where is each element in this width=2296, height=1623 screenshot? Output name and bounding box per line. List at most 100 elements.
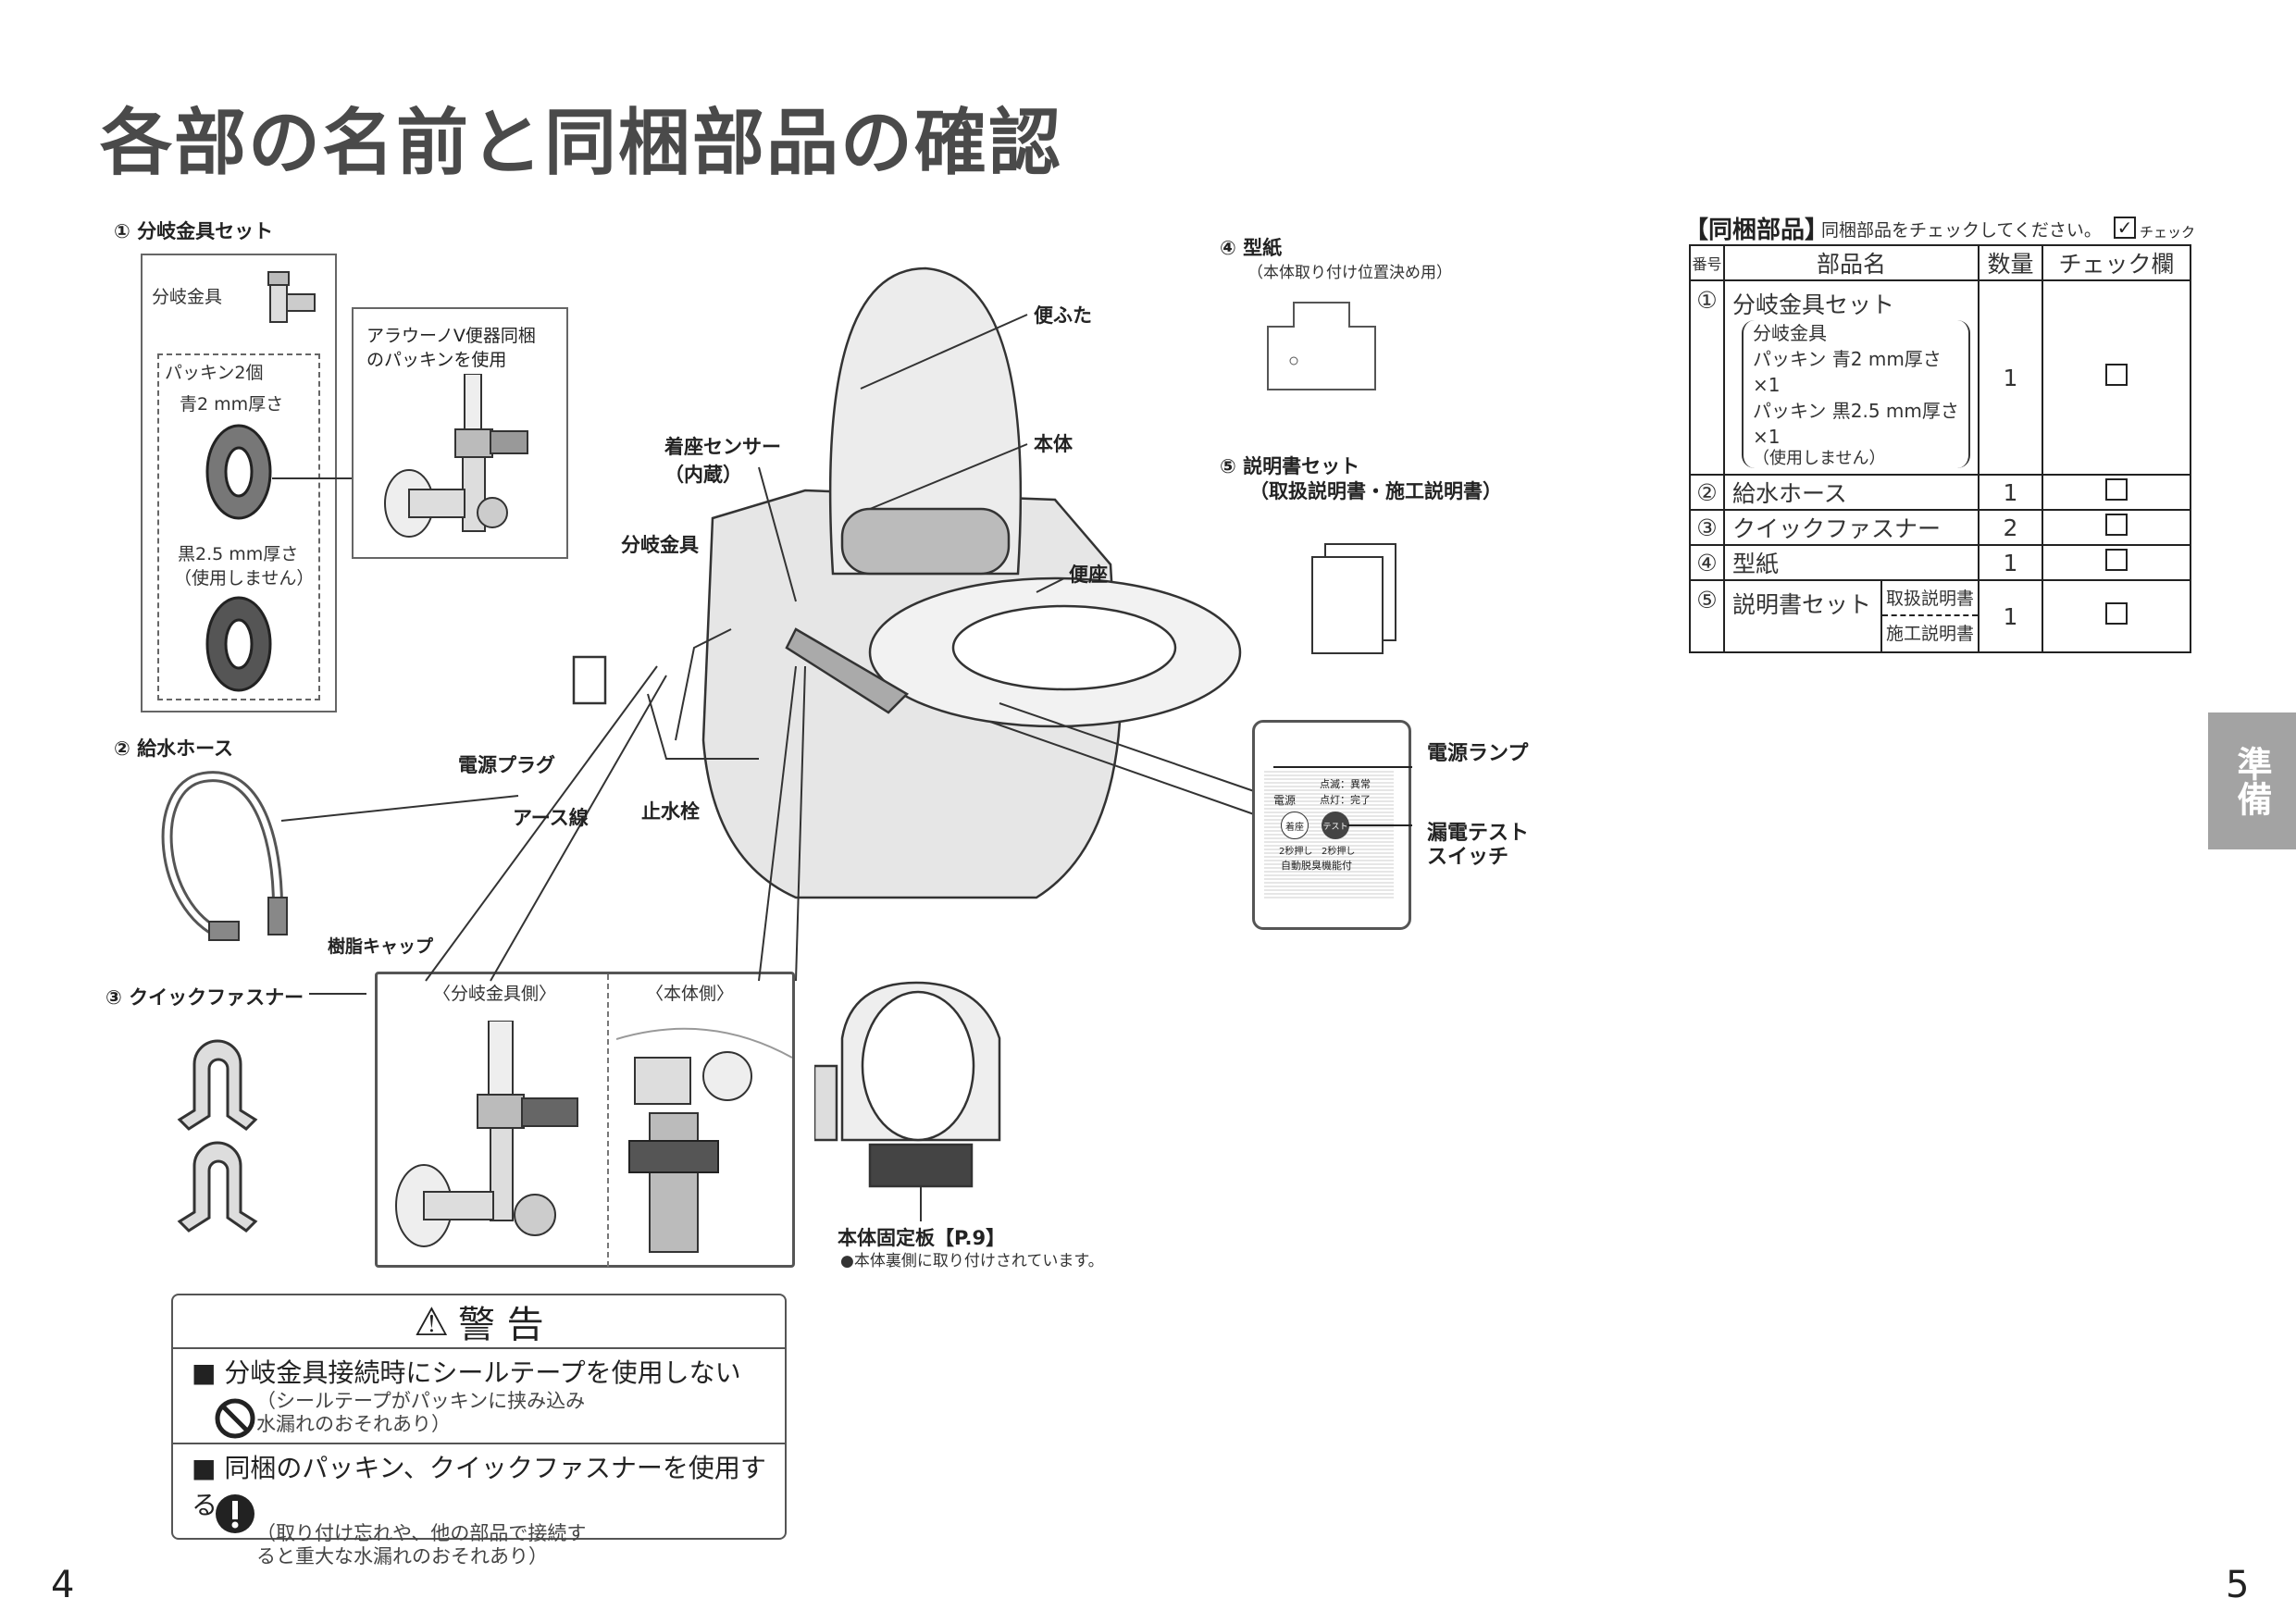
lit-text: 点灯：完了: [1320, 794, 1371, 806]
table-row: ② 給水ホース 1: [1689, 474, 2191, 511]
check-sample-icon: ✓: [2114, 217, 2136, 239]
leak-test-label-1: 漏電テスト: [1427, 822, 1530, 845]
packing-inset: アラウーノV便器同梱 のパッキンを使用: [352, 307, 568, 559]
warning-1-title: ■ 分岐金具接続時にシールテープを使用しない: [192, 1357, 741, 1388]
fitting-label: 分岐金具: [152, 287, 223, 307]
page-number-left: 4: [51, 1564, 75, 1606]
checkbox[interactable]: [2105, 364, 2128, 386]
warning-title: 警 告: [457, 1304, 544, 1346]
item1-label: ① 分岐金具セット: [114, 220, 274, 242]
header-check: チェック欄: [2042, 244, 2191, 281]
sub-item: 施工説明書: [1886, 624, 1975, 644]
row-no: ③: [1689, 509, 1725, 546]
sub-item: パッキン 青2 mm厚さ×1: [1753, 348, 1942, 396]
fixing-plate-label: 本体固定板【P.9】: [838, 1227, 1006, 1249]
leak-test-button[interactable]: テスト: [1322, 812, 1349, 839]
outlet: [572, 655, 607, 705]
warning-1-desc-1: （シールテープがパッキンに挟み込み: [256, 1390, 586, 1412]
press-text-1: 2秒押し: [1279, 847, 1313, 857]
item3-label: ③ クイックファスナー: [105, 986, 304, 1009]
divider: [607, 974, 609, 1267]
row-no: ④: [1689, 544, 1725, 581]
black-packing-icon: [205, 596, 272, 692]
inset-text-1: アラウーノV便器同梱: [366, 326, 536, 346]
toilet-lid: [828, 266, 1023, 576]
row-qty: 1: [1978, 474, 2043, 511]
row-no: ⑤: [1689, 579, 1725, 653]
fitting-set-box: 分岐金具 パッキン2個 青2 mm厚さ 黒2.5 mm厚さ （使用しません）: [141, 254, 337, 712]
row-qty: 1: [1978, 544, 2043, 581]
header-name: 部品名: [1723, 244, 1980, 281]
page-title: 各部の名前と同梱部品の確認: [100, 102, 1063, 185]
valve-inset-icon: [384, 374, 528, 538]
row-no: ①: [1689, 279, 1725, 476]
checkbox[interactable]: [2105, 478, 2128, 501]
row-qty: 1: [1978, 279, 2043, 476]
body-label: 本体: [1034, 433, 1073, 455]
table-row: ③ クイックファスナー 2: [1689, 509, 2191, 546]
check-hint: チェック: [2140, 224, 2196, 241]
prohibited-icon: [215, 1398, 255, 1439]
body-side-illustration: [616, 1027, 792, 1253]
row-name: クイックファスナー: [1723, 509, 1980, 546]
warning-triangle-icon: ⚠: [414, 1298, 449, 1344]
blue-packing-icon: [205, 424, 272, 520]
fixing-plate-note: ●本体裏側に取り付けされています。: [840, 1252, 1104, 1270]
parts-table: 番号 部品名 数量 チェック欄 ① 分岐金具セット 分岐金具 パッキン 青2 m…: [1689, 244, 2191, 653]
row-name: 分岐金具セット: [1732, 291, 1895, 318]
water-hose-icon: [161, 771, 288, 941]
table-row: ① 分岐金具セット 分岐金具 パッキン 青2 mm厚さ×1 パッキン 黒2.5 …: [1689, 279, 2191, 476]
header-no: 番号: [1689, 244, 1725, 281]
fastener-detail-box: 〈分岐金具側〉 〈本体側〉: [375, 972, 795, 1268]
seat-sensor-note: （内蔵）: [664, 464, 742, 486]
row-qty: 2: [1978, 509, 2043, 546]
sub-item: パッキン 黒2.5 mm厚さ×1: [1753, 400, 1959, 448]
item5-label: ⑤ 説明書セット: [1220, 455, 1360, 477]
sub-item: （使用しません）: [1753, 449, 1886, 468]
fitting-icon: [267, 271, 316, 323]
deodor-text: 自動脱臭機能付: [1281, 860, 1352, 872]
blue-packing-label: 青2 mm厚さ: [180, 394, 284, 415]
checkbox[interactable]: [2105, 549, 2128, 571]
control-panel-box: 点滅：異常 電源 点灯：完了 着座 テスト 2秒押し 2秒押し 自動脱臭機能付: [1252, 720, 1412, 930]
table-row: ⑤ 説明書セット 取扱説明書 施工説明書 1: [1689, 579, 2191, 653]
arrow-line: [309, 993, 366, 995]
warning-box: ⚠警 告 ■ 分岐金具接続時にシールテープを使用しない （シールテープがパッキン…: [171, 1294, 787, 1567]
inset-text-2: のパッキンを使用: [366, 350, 507, 370]
item5-note: （取扱説明書・施工説明書）: [1249, 480, 1502, 502]
header-qty: 数量: [1978, 244, 2043, 281]
toilet-diagram: [280, 266, 1255, 982]
fitting-side-illustration: [395, 1021, 578, 1247]
template-paper-icon: [1267, 302, 1376, 390]
arrow-line: [272, 477, 352, 479]
mandatory-icon: [216, 1494, 254, 1533]
checkbox[interactable]: [2105, 602, 2128, 625]
warning-2-desc-2: ると重大な水漏れのおそれあり）: [256, 1545, 548, 1567]
page-number-right: 5: [2226, 1564, 2250, 1606]
section-tab[interactable]: 準備: [2208, 712, 2296, 849]
earth-wire-label: アース線: [513, 807, 589, 829]
row-name: 説明書セット: [1723, 579, 1882, 653]
quick-fastener-icon: [177, 1039, 258, 1233]
power-lamp-text: 電源: [1273, 794, 1297, 807]
lid-label: 便ふた: [1034, 304, 1092, 327]
row-name: 給水ホース: [1723, 474, 1980, 511]
power-plug-label: 電源プラグ: [458, 754, 555, 776]
sub-item: 分岐金具: [1753, 322, 1827, 344]
table-row: ④ 型紙 1: [1689, 544, 2191, 581]
packing-count: パッキン2個: [165, 363, 264, 383]
row-qty: 1: [1978, 579, 2043, 653]
leak-test-label-2: スイッチ: [1427, 846, 1509, 869]
parts-table-title: 【同梱部品】: [1684, 217, 1830, 244]
sub-item: 取扱説明書: [1882, 581, 1978, 616]
stop-valve-label: 止水栓: [641, 800, 700, 823]
checkbox[interactable]: [2105, 514, 2128, 536]
parts-instruction: 同梱部品をチェックしてください。: [1821, 220, 2102, 241]
body-side-label: 〈本体側〉: [646, 984, 735, 1004]
blink-text: 点滅：異常: [1320, 778, 1371, 790]
item4-note: （本体取り付け位置決め用）: [1247, 264, 1452, 282]
warning-2-desc-1: （取り付け忘れや、他の部品で接続す: [256, 1522, 587, 1544]
fitting-diagram-label: 分岐金具: [621, 534, 699, 556]
item2-label: ② 給水ホース: [114, 737, 234, 760]
seat-button[interactable]: 着座: [1281, 812, 1309, 839]
